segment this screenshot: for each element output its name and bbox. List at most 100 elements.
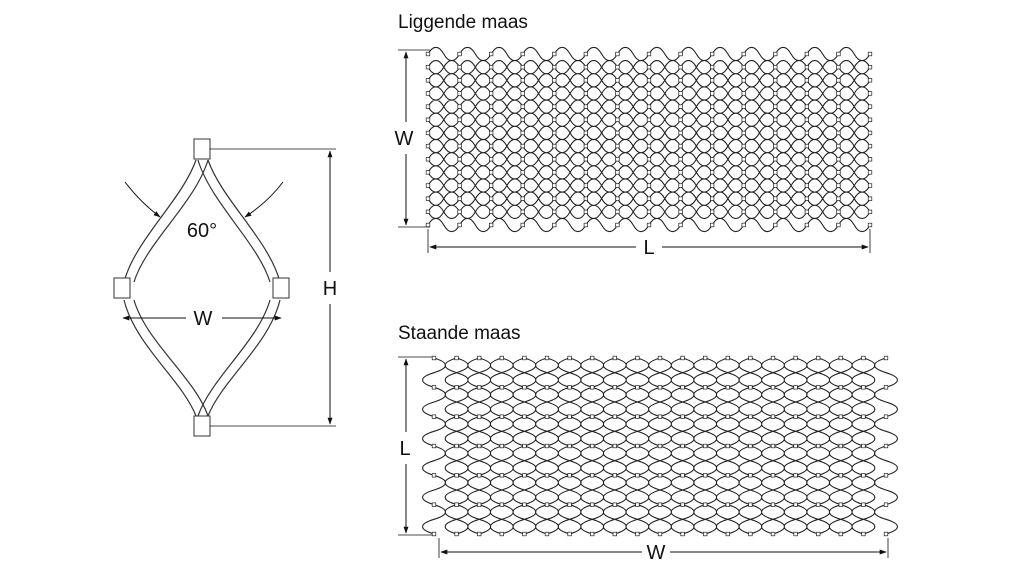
mesh-ferrule bbox=[583, 51, 589, 57]
mesh-ferrule bbox=[678, 51, 683, 57]
vertical-mesh-title: Staande maas bbox=[398, 323, 521, 344]
mesh-ferrule bbox=[709, 51, 715, 57]
mesh-ferrule bbox=[861, 531, 866, 537]
mesh-ferrule bbox=[615, 104, 620, 109]
mesh-ferrule bbox=[883, 443, 889, 449]
mesh-ferrule bbox=[773, 117, 778, 122]
mesh-ferrule bbox=[522, 473, 527, 478]
h-mesh-length-label: L bbox=[643, 237, 654, 259]
mesh-ferrule bbox=[590, 355, 595, 361]
mesh-ferrule bbox=[770, 502, 776, 507]
mesh-ferrule bbox=[552, 78, 557, 83]
mesh-ferrule bbox=[635, 473, 640, 478]
mesh-ferrule bbox=[477, 502, 482, 507]
mesh-ferrule bbox=[457, 91, 462, 96]
mesh-ferrule bbox=[646, 196, 652, 201]
mesh-ferrule bbox=[838, 531, 843, 537]
mesh-ferrule bbox=[612, 414, 617, 419]
mesh-ferrule bbox=[770, 473, 776, 478]
mesh-ferrule bbox=[861, 502, 866, 507]
mesh-ferrule bbox=[867, 91, 873, 96]
mesh-ferrule bbox=[457, 170, 462, 175]
mesh-ferrule bbox=[544, 502, 550, 507]
mesh-ferrule bbox=[678, 196, 683, 201]
mesh-ferrule bbox=[457, 51, 462, 57]
mesh-ferrule bbox=[646, 157, 652, 162]
mesh-ferrule bbox=[646, 130, 652, 136]
mesh-ferrule bbox=[816, 502, 821, 507]
mesh-ferrule bbox=[867, 196, 873, 201]
mesh-ferrule bbox=[646, 91, 652, 96]
mesh-ferrule bbox=[657, 502, 663, 507]
mesh-ferrule bbox=[741, 143, 746, 149]
mesh-ferrule bbox=[520, 222, 525, 228]
mesh-ferrule bbox=[836, 209, 841, 214]
mesh-ferrule bbox=[567, 355, 572, 361]
mesh-ferrule bbox=[520, 183, 525, 188]
cell-detail: 60° W H bbox=[113, 138, 337, 437]
mesh-ferrule bbox=[741, 209, 746, 214]
mesh-ferrule bbox=[804, 143, 810, 149]
mesh-ferrule bbox=[615, 117, 620, 122]
mesh-ferrule bbox=[499, 355, 504, 361]
mesh-ferrule bbox=[709, 209, 715, 214]
mesh-ferrule bbox=[552, 104, 557, 109]
mesh-ferrule bbox=[520, 143, 525, 149]
mesh-ferrule bbox=[431, 385, 437, 390]
mesh-ferrule bbox=[680, 443, 685, 449]
mesh-ferrule bbox=[793, 531, 798, 537]
mesh-ferrule bbox=[770, 414, 776, 419]
mesh-ferrule bbox=[725, 355, 730, 361]
mesh-ferrule bbox=[635, 443, 640, 449]
mesh-ferrule bbox=[457, 209, 462, 214]
mesh-ferrule bbox=[741, 91, 746, 96]
mesh-ferrule bbox=[836, 78, 841, 83]
mesh-ferrule bbox=[741, 196, 746, 201]
mesh-ferrule bbox=[583, 183, 589, 188]
mesh-ferrule bbox=[657, 531, 663, 537]
mesh-ferrule bbox=[583, 117, 589, 122]
mesh-ferrule bbox=[520, 117, 525, 122]
mesh-ferrule bbox=[678, 130, 683, 136]
mesh-ferrule bbox=[646, 104, 652, 109]
mesh-ferrule bbox=[657, 414, 663, 419]
mesh-ferrule bbox=[741, 130, 746, 136]
mesh-ferrule bbox=[425, 170, 431, 175]
mesh-ferrule bbox=[544, 414, 550, 419]
mesh-ferrule bbox=[678, 222, 683, 228]
mesh-ferrule bbox=[741, 78, 746, 83]
mesh-ferrule bbox=[583, 157, 589, 162]
mesh-ferrule bbox=[520, 130, 525, 136]
mesh-ferrule bbox=[583, 65, 589, 70]
mesh-ferrule bbox=[646, 183, 652, 188]
mesh-ferrule bbox=[612, 531, 617, 537]
mesh-ferrule bbox=[773, 91, 778, 96]
mesh-ferrule bbox=[488, 196, 494, 201]
mesh-ferrule bbox=[748, 473, 753, 478]
mesh-ferrule bbox=[773, 65, 778, 70]
horizontal-mesh-grid bbox=[425, 46, 873, 233]
mesh-ferrule bbox=[520, 51, 525, 57]
mesh-ferrule bbox=[709, 196, 715, 201]
mesh-ferrule bbox=[431, 355, 437, 361]
mesh-ferrule bbox=[522, 355, 527, 361]
mesh-ferrule bbox=[883, 473, 889, 478]
mesh-ferrule bbox=[741, 157, 746, 162]
mesh-ferrule bbox=[793, 385, 798, 390]
mesh-ferrule bbox=[454, 443, 459, 449]
mesh-ferrule bbox=[520, 91, 525, 96]
mesh-ferrule bbox=[488, 209, 494, 214]
mesh-ferrule bbox=[646, 65, 652, 70]
mesh-ferrule bbox=[838, 443, 843, 449]
mesh-ferrule bbox=[741, 222, 746, 228]
mesh-ferrule bbox=[867, 209, 873, 214]
mesh-ferrule bbox=[861, 385, 866, 390]
mesh-ferrule bbox=[583, 222, 589, 228]
mesh-ferrule bbox=[425, 157, 431, 162]
mesh-ferrule bbox=[615, 157, 620, 162]
v-mesh-width-label: W bbox=[647, 542, 666, 564]
mesh-ferrule bbox=[552, 117, 557, 122]
mesh-ferrule bbox=[741, 65, 746, 70]
mesh-ferrule bbox=[488, 130, 494, 136]
mesh-ferrule bbox=[615, 183, 620, 188]
